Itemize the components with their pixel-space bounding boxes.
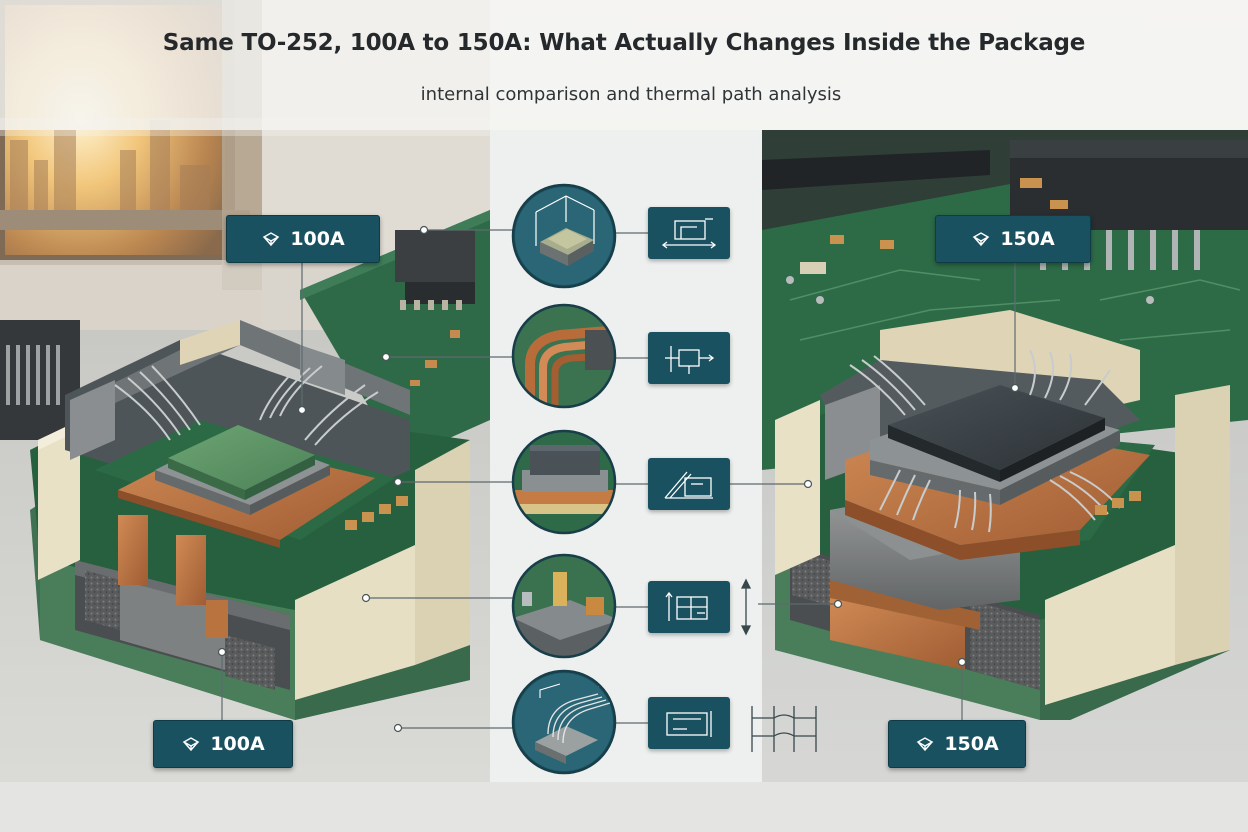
- package-outline-icon: [916, 737, 934, 752]
- left-package-100a: [30, 320, 470, 720]
- page-title: Same TO-252, 100A to 150A: What Actually…: [162, 30, 1086, 56]
- dimension-schematic-icon: [648, 207, 730, 259]
- die-stack-icon: [511, 429, 617, 535]
- package-outline-icon: [262, 232, 280, 247]
- right-package-150a: [775, 310, 1230, 720]
- wire-schematic-icon: [648, 697, 730, 749]
- package-outline-icon: [182, 737, 200, 752]
- left-background-boards: [0, 210, 490, 460]
- leader-dots: [217, 225, 1020, 733]
- label-100a-top: 100A: [226, 215, 380, 263]
- page-subtitle: internal comparison and thermal path ana…: [420, 84, 842, 105]
- label-100a-bottom: 100A: [153, 720, 293, 768]
- die-dimension-icon: [511, 183, 617, 289]
- badge-text: 150A: [944, 733, 999, 755]
- dimension-arrow-icon: [740, 578, 752, 636]
- leader-lines: [221, 229, 1016, 729]
- wire-spacing-icon: [751, 706, 817, 752]
- badge-text: 100A: [290, 228, 345, 250]
- stack-schematic-icon: [648, 581, 730, 633]
- package-outline-icon: [972, 232, 990, 247]
- clip-schematic-icon: [648, 332, 730, 384]
- copper-clip-icon: [511, 303, 617, 409]
- badge-text: 150A: [1000, 228, 1055, 250]
- badge-text: 100A: [210, 733, 265, 755]
- label-150a-top: 150A: [935, 215, 1091, 263]
- solder-joint-icon: [511, 553, 617, 659]
- bond-wire-icon: [511, 669, 617, 775]
- slope-schematic-icon: [648, 458, 730, 510]
- label-150a-bottom: 150A: [888, 720, 1026, 768]
